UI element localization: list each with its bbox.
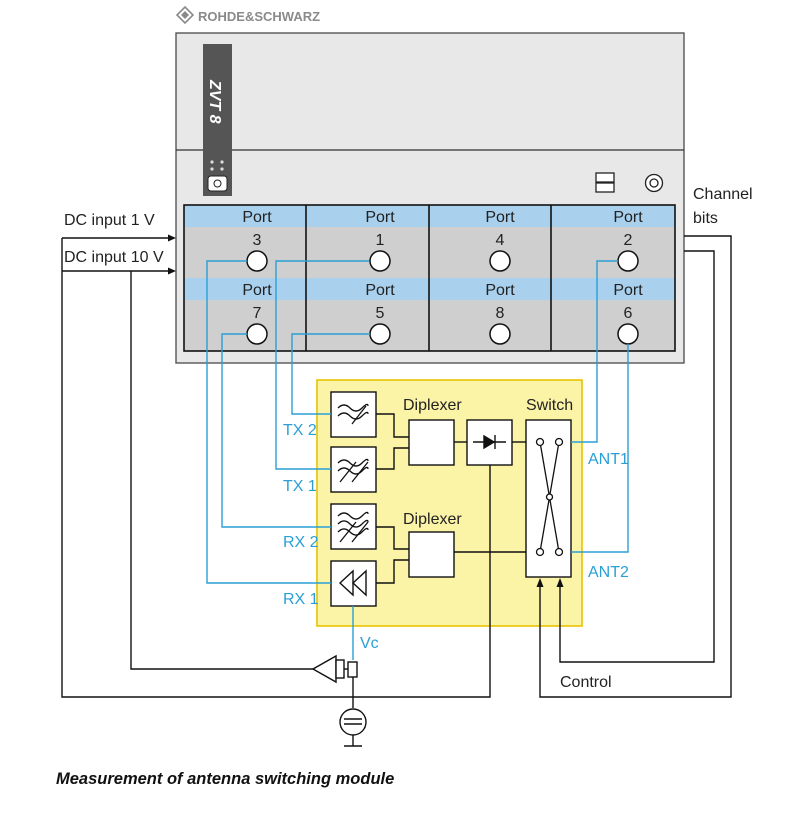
- port-number-top: 2: [624, 232, 633, 249]
- ant1-label: ANT1: [588, 451, 629, 468]
- model-strip: [203, 44, 232, 196]
- diplexer-bottom-box: [408, 531, 455, 578]
- dc-input-arrows: [62, 234, 176, 275]
- amplifier-icon: [338, 569, 367, 597]
- port-number-bottom: 6: [624, 305, 633, 322]
- port-word: Port: [485, 282, 515, 299]
- model-label: ZVT 8: [206, 79, 223, 124]
- port-word: Port: [613, 282, 643, 299]
- indicator-leds-icon: [210, 160, 224, 171]
- switching-module: Diplexer Diplexer Switch: [316, 379, 583, 627]
- port-word: Port: [485, 209, 515, 226]
- figure-caption: Measurement of antenna switching module: [56, 770, 395, 788]
- port-number-bottom: 5: [376, 305, 385, 322]
- channel-bits-label-line2: bits: [693, 210, 718, 227]
- diplexer-bottom-label: Diplexer: [403, 511, 462, 528]
- external-wiring: [61, 235, 732, 698]
- port-block: Port Port Port Port 3 1 4 2 Port Port Po…: [183, 204, 676, 352]
- rf-wiring: [206, 260, 629, 660]
- port-connector-4[interactable]: [489, 250, 511, 272]
- port-connector-7[interactable]: [246, 323, 268, 345]
- tx2-filter-box: [330, 391, 377, 438]
- rx2-label: RX 2: [283, 534, 319, 551]
- port-word: Port: [365, 282, 395, 299]
- dc-source-icon: [339, 708, 367, 747]
- port-word: Port: [613, 209, 643, 226]
- switch-icon: [535, 437, 564, 557]
- port-number-top: 3: [253, 232, 262, 249]
- port-connector-2[interactable]: [617, 250, 639, 272]
- display-toggle-icon[interactable]: [595, 172, 615, 193]
- diplexer-top-box: [408, 419, 455, 466]
- power-button-icon[interactable]: [207, 175, 228, 192]
- rx1-label: RX 1: [283, 591, 319, 608]
- switch-label: Switch: [526, 397, 573, 414]
- module-internal-wiring: [376, 413, 526, 584]
- instrument-panel: ZVT 8 Port: [175, 32, 685, 364]
- dc-input-10v-label: DC input 10 V: [64, 249, 164, 266]
- port-connector-3[interactable]: [246, 250, 268, 272]
- port-connector-5[interactable]: [369, 323, 391, 345]
- bandpass-filter-icon: [337, 511, 369, 543]
- port-word: Port: [242, 209, 272, 226]
- port-connector-6[interactable]: [617, 323, 639, 345]
- control-label: Control: [560, 674, 612, 691]
- port-number-bottom: 7: [253, 305, 262, 322]
- port-number-top: 1: [376, 232, 385, 249]
- port-connector-8[interactable]: [489, 323, 511, 345]
- port-word: Port: [365, 209, 395, 226]
- channel-bits-label-line1: Channel: [693, 186, 753, 203]
- brand-logo-icon: [175, 5, 195, 25]
- tx2-label: TX 2: [283, 422, 317, 439]
- probe-amplifier-icon: [311, 654, 358, 708]
- bandpass-filter-icon: [337, 403, 369, 425]
- port-connector-1[interactable]: [369, 250, 391, 272]
- tx1-label: TX 1: [283, 478, 317, 495]
- vc-label: Vc: [360, 635, 379, 652]
- diplexer-top-label: Diplexer: [403, 397, 462, 414]
- port-number-bottom: 8: [496, 305, 505, 322]
- brand-header: ROHDE&SCHWARZ: [175, 5, 320, 25]
- ant2-label: ANT2: [588, 564, 629, 581]
- tx1-filter-box: [330, 446, 377, 493]
- diode-icon: [473, 434, 506, 450]
- dc-input-1v-label: DC input 1 V: [64, 212, 155, 229]
- knob-icon[interactable]: [644, 173, 664, 193]
- brand-name: ROHDE&SCHWARZ: [198, 9, 320, 24]
- port-number-top: 4: [496, 232, 505, 249]
- bandpass-filter-icon: [337, 458, 369, 483]
- port-word: Port: [242, 282, 272, 299]
